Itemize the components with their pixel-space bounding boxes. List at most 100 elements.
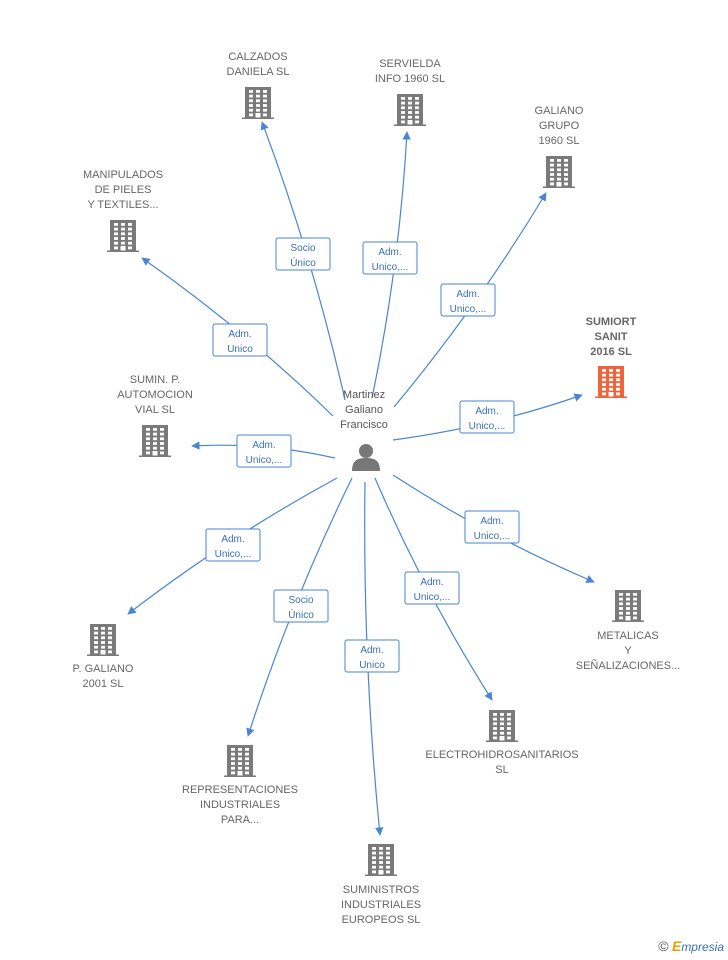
company-name-line: EUROPEOS SL <box>342 914 421 926</box>
company-node-calzados[interactable]: CALZADOS DANIELA SL <box>227 51 290 119</box>
copyright-notice: © Empresia <box>658 938 724 954</box>
company-name-line: INDUSTRIALES <box>341 899 421 911</box>
company-node-p-galiano[interactable]: P. GALIANO 2001 SL <box>73 624 134 690</box>
company-name-line: INDUSTRIALES <box>200 799 280 811</box>
company-name-line: SL <box>495 764 508 776</box>
company-node-servielda[interactable]: SERVIELDA INFO 1960 SL <box>375 58 445 126</box>
building-icon[interactable] <box>242 87 274 119</box>
company-name-line: MANIPULADOS <box>83 169 163 181</box>
company-node-electrohidro[interactable]: ELECTROHIDROSANITARIOS SL <box>425 710 579 776</box>
edge-label-text: Adm. <box>475 406 498 417</box>
building-icon[interactable] <box>543 156 575 188</box>
company-name-line: SERVIELDA <box>379 58 441 70</box>
company-name-line: VIAL SL <box>135 404 175 416</box>
company-name-line: AUTOMOCION <box>117 389 193 401</box>
building-icon[interactable] <box>365 844 397 876</box>
person-icon[interactable] <box>352 444 380 471</box>
company-name-line: GRUPO <box>539 120 580 132</box>
edge-label-text: Adm. <box>378 247 401 258</box>
company-name-line: DANIELA SL <box>227 66 290 78</box>
person-name-line: Galiano <box>345 404 383 416</box>
brand-initial: E <box>671 938 682 954</box>
edge-label-text: Unico,... <box>474 531 511 542</box>
company-node-sumin-automocion[interactable]: SUMIN. P. AUTOMOCION VIAL SL <box>117 374 193 457</box>
edge-label-box <box>275 237 331 271</box>
edge-label-text: Adm. <box>456 289 479 300</box>
building-icon[interactable] <box>486 710 518 742</box>
building-icon[interactable] <box>87 624 119 656</box>
edge-label-text: Unico <box>359 660 385 671</box>
building-icon[interactable] <box>107 220 139 252</box>
edge-label-metalicas[interactable]: Adm. Unico,... <box>464 510 520 544</box>
edge-label-servielda[interactable]: Adm.Unico,... <box>362 241 418 275</box>
company-name-line: SEÑALIZACIONES... <box>576 659 681 672</box>
edge-label-text: Unico,... <box>215 549 252 560</box>
building-icon[interactable] <box>394 94 426 126</box>
company-name-line: 2001 SL <box>83 678 124 690</box>
company-node-metalicas[interactable]: METALICAS Y SEÑALIZACIONES... <box>576 590 681 672</box>
company-name-line: 1960 SL <box>539 135 580 147</box>
edge-label-sumin-automocion[interactable]: Adm. Unico,... <box>236 434 292 468</box>
company-name-line: CALZADOS <box>228 51 287 63</box>
edge-label-galiano-grupo[interactable]: Adm.Unico,... <box>440 283 496 317</box>
edge-label-box <box>362 241 418 275</box>
edge-label-box <box>344 639 400 673</box>
person-name-line: Martinez <box>343 389 385 401</box>
company-name-line: SANIT <box>595 331 628 343</box>
person-name-line: Francisco <box>340 419 388 431</box>
company-name-line: ELECTROHIDROSANITARIOS <box>425 749 578 761</box>
edge-label-text: Único <box>290 256 316 269</box>
copyright-symbol: © <box>658 938 669 954</box>
company-node-representaciones[interactable]: REPRESENTACIONES INDUSTRIALES PARA... <box>182 745 298 826</box>
edge-label-electrohidro[interactable]: Adm. Unico,... <box>404 571 460 605</box>
edge-label-box <box>205 528 261 562</box>
edge-label-p-galiano[interactable]: Adm.Unico,... <box>205 528 261 562</box>
edge-label-text: Adm. <box>480 516 503 527</box>
edge-label-sumiort[interactable]: Adm. Unico,... <box>459 400 515 434</box>
edge-label-text: Unico,... <box>246 455 283 466</box>
edge-label-text: Socio <box>288 595 313 606</box>
building-icon[interactable] <box>612 590 644 622</box>
company-name-line: REPRESENTACIONES <box>182 784 298 796</box>
edge-label-text: Unico <box>227 344 253 355</box>
company-name-line: SUMIN. P. <box>130 374 181 386</box>
company-name-line: Y TEXTILES... <box>87 199 158 211</box>
company-name-line: Y <box>624 645 632 657</box>
company-name-line: P. GALIANO <box>73 663 134 675</box>
edge-label-box <box>440 283 496 317</box>
company-name-line: 2016 SL <box>590 346 632 358</box>
brand-name: mpresia <box>681 940 724 954</box>
edge-label-box <box>236 434 292 468</box>
edge-label-suministros[interactable]: Adm. Unico <box>344 639 400 673</box>
company-name-line: PARA... <box>221 814 259 826</box>
edge-labels-layer: SocioÚnicoAdm.Unico,...Adm.Unico,...Adm.… <box>205 237 520 673</box>
company-name-line: GALIANO <box>535 105 584 117</box>
edge-label-text: Unico,... <box>414 592 451 603</box>
company-name-line: METALICAS <box>597 630 659 642</box>
company-name-line: INFO 1960 SL <box>375 73 445 85</box>
building-icon[interactable] <box>595 366 627 398</box>
edge-label-text: Adm. <box>360 645 383 656</box>
company-node-galiano-grupo[interactable]: GALIANO GRUPO 1960 SL <box>535 105 584 188</box>
nodes-layer: CALZADOS DANIELA SL SERVIELDA INFO 1960 SL G… <box>73 51 681 926</box>
edge-label-manipulados[interactable]: Adm.Unico <box>212 323 268 357</box>
edge-label-text: Socio <box>290 243 315 254</box>
edge-label-box <box>459 400 515 434</box>
company-node-manipulados[interactable]: MANIPULADOS DE PIELES Y TEXTILES... <box>83 169 163 252</box>
edge-label-text: Adm. <box>420 577 443 588</box>
company-name-line: DE PIELES <box>95 184 152 196</box>
edge-label-box <box>464 510 520 544</box>
building-icon[interactable] <box>224 745 256 777</box>
edge-label-box <box>404 571 460 605</box>
building-icon[interactable] <box>139 425 171 457</box>
edge-label-text: Unico,... <box>469 421 506 432</box>
edge-label-text: Único <box>288 608 314 621</box>
edge-label-text: Adm. <box>252 440 275 451</box>
